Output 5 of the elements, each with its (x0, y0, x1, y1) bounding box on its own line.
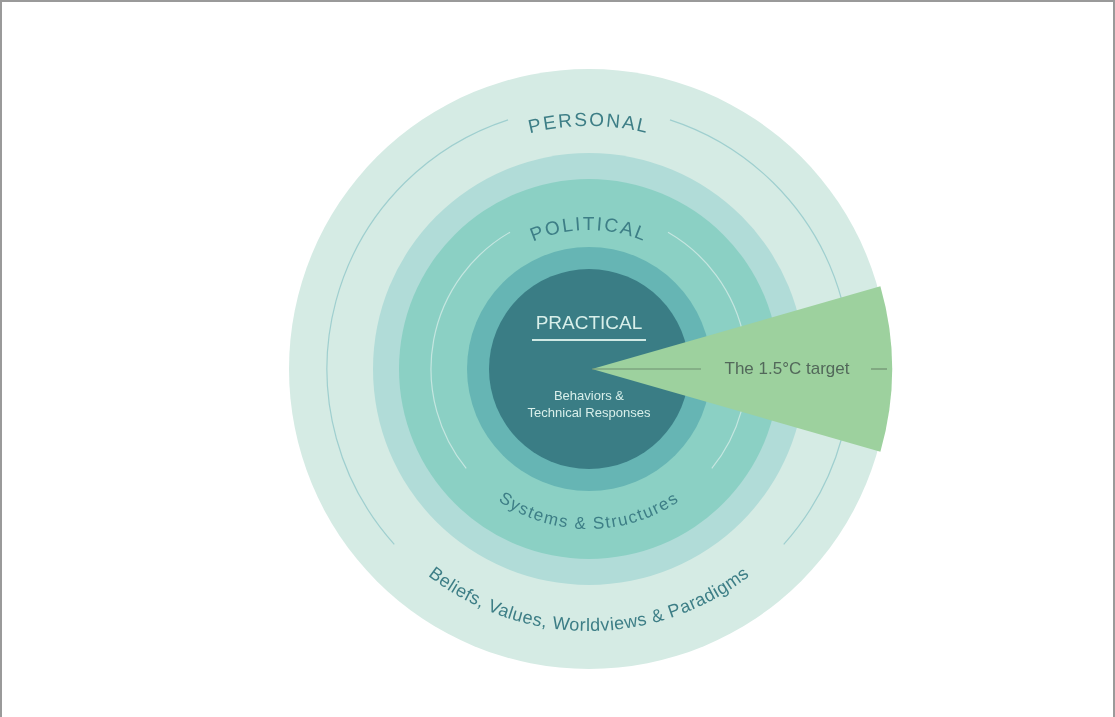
ring-title: POLITICAL (526, 213, 652, 246)
ring-title: PERSONAL (526, 108, 652, 138)
target-label: The 1.5°C target (723, 358, 851, 380)
core-title: PRACTICAL (531, 311, 647, 341)
core-label: Behaviors & Technical Responses (526, 387, 652, 421)
